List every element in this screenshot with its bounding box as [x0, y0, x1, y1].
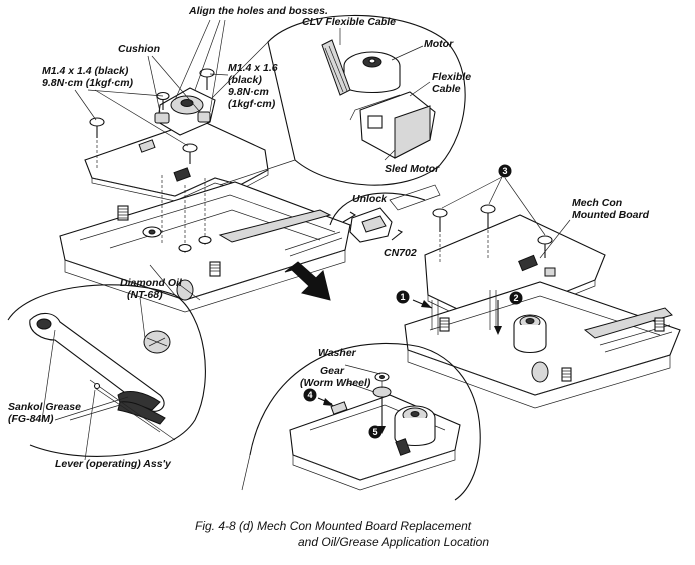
caption-line-2: and Oil/Grease Application Location — [298, 535, 489, 549]
screw-icon — [182, 143, 198, 164]
label-motor: Motor — [424, 38, 454, 50]
label-mech-con-1: Mech Con — [572, 197, 622, 209]
svg-text:4: 4 — [307, 390, 312, 400]
screw-icon — [432, 208, 448, 262]
label-screw-left-1: M1.4 x 1.4 (black) — [42, 65, 129, 77]
label-diamond-oil-2: (NT-68) — [127, 289, 163, 301]
callout-badge-4: 4 — [303, 388, 317, 402]
screw-icon — [537, 235, 553, 258]
label-cn702: CN702 — [384, 247, 417, 259]
caption-line-1: Fig. 4-8 (d) Mech Con Mounted Board Repl… — [195, 519, 472, 533]
labels: Align the holes and bosses. Cushion M1.4… — [8, 5, 650, 470]
direction-arrow — [284, 261, 331, 301]
label-flex-cable-1: Flexible — [432, 71, 471, 83]
svg-text:1: 1 — [400, 292, 405, 302]
label-screw-right-3: 9.8N·cm — [228, 86, 269, 98]
label-sankol-2: (FG-84M) — [8, 413, 54, 425]
spring-icon — [561, 367, 572, 382]
screw-icon — [480, 204, 496, 258]
svg-text:5: 5 — [372, 427, 377, 437]
label-flex-cable-2: Cable — [432, 83, 461, 95]
label-unlock: Unlock — [352, 193, 388, 205]
spring-icon — [117, 205, 129, 221]
label-cushion: Cushion — [118, 43, 160, 55]
svg-text:2: 2 — [513, 293, 518, 303]
label-gear-2: (Worm Wheel) — [300, 377, 371, 389]
lever-detail-circle — [7, 264, 206, 461]
callout-badge-3: 3 — [498, 164, 512, 178]
motor-detail-circle — [211, 14, 466, 186]
left-mechanism-chassis — [59, 175, 351, 313]
svg-text:3: 3 — [502, 166, 507, 176]
spring-icon — [209, 261, 221, 277]
gear-detail-circle — [241, 343, 481, 501]
label-align: Align the holes and bosses. — [188, 5, 328, 17]
callout-badge-1: 1 — [396, 290, 410, 304]
label-screw-right-1: M1.4 x 1.6 — [228, 62, 278, 74]
leader-lines-top — [74, 19, 229, 147]
label-sled-motor: Sled Motor — [385, 163, 440, 175]
connector-detail — [329, 184, 441, 243]
label-mech-con-2: Mounted Board — [572, 209, 650, 221]
label-clv-cable: CLV Flexible Cable — [302, 16, 396, 28]
label-washer: Washer — [318, 347, 357, 359]
screw-icon — [89, 117, 105, 170]
spring-icon — [439, 317, 450, 332]
spring-icon — [654, 317, 665, 332]
label-screw-right-2: (black) — [228, 74, 262, 86]
label-screw-right-4: (1kgf·cm) — [228, 98, 276, 110]
label-screw-left-2: 9.8N·cm (1kgf·cm) — [42, 77, 134, 89]
label-sankol-1: Sankol Grease — [8, 401, 81, 413]
label-diamond-oil-1: Diamond Oil — [120, 277, 183, 289]
figure-caption: Fig. 4-8 (d) Mech Con Mounted Board Repl… — [195, 519, 489, 549]
right-mechanism-assembly — [404, 176, 681, 409]
callout-badge-5: 5 — [368, 425, 382, 439]
callout-badge-2: 2 — [509, 291, 523, 305]
label-lever: Lever (operating) Ass'y — [55, 458, 172, 470]
screw-icon — [199, 68, 215, 90]
top-board-assembly — [84, 68, 269, 202]
label-gear-1: Gear — [320, 365, 345, 377]
